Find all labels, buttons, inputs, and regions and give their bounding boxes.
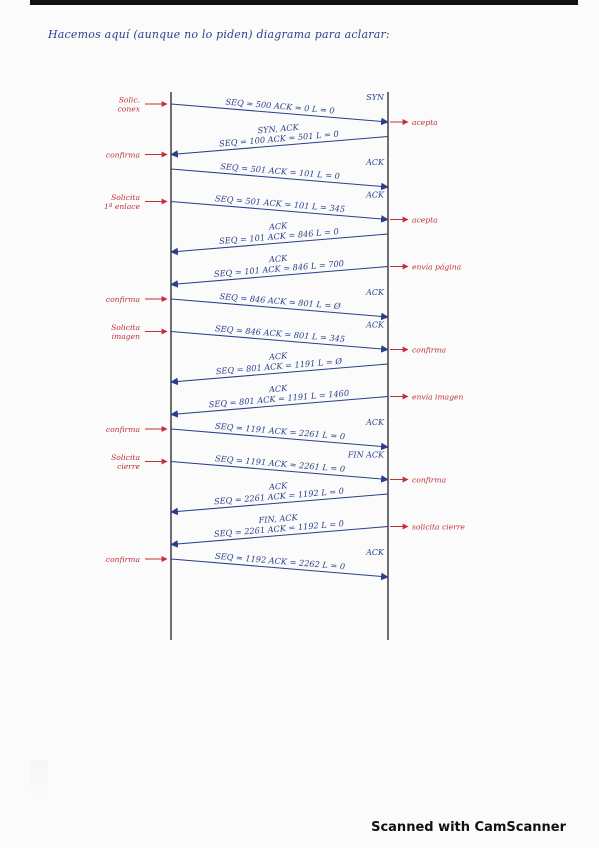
message-arrow [170, 395, 389, 418]
left-note: confirma [106, 151, 141, 160]
segment-label: ACK [268, 350, 289, 362]
segment-label: FIN, ACK [257, 512, 299, 525]
page-heading: Hacemos aquí (aunque no lo piden) diagra… [48, 28, 390, 41]
right-note: acepta [412, 216, 438, 225]
message-arrow [170, 363, 389, 386]
left-note: imagen [112, 332, 141, 341]
message-arrow [170, 330, 389, 353]
flag-label: FIN ACK [347, 451, 385, 460]
message-arrow [170, 168, 389, 191]
message-arrow [170, 558, 389, 581]
message-arrow [170, 200, 389, 223]
left-note: confirma [106, 425, 141, 434]
message-arrow [170, 135, 389, 158]
flag-label: SYN [366, 93, 385, 102]
right-note: confirma [412, 346, 447, 355]
message-arrow [170, 265, 389, 288]
message-arrow [170, 298, 389, 321]
scan-top-edge [30, 0, 578, 5]
left-note: Solicita [111, 453, 140, 462]
message-arrow [170, 233, 389, 256]
scan-smudge [30, 760, 48, 800]
segment-label: ACK [268, 253, 289, 265]
left-note: confirma [106, 555, 141, 564]
left-note: Solic. [119, 96, 140, 105]
left-note: conex [118, 105, 141, 114]
right-note: confirma [412, 476, 447, 485]
left-note: Solicita [111, 323, 140, 332]
left-note: 1ª enlace [104, 202, 140, 211]
right-note: envía imagen [412, 393, 464, 402]
message-arrow [170, 460, 389, 483]
flag-label: ACK [365, 288, 385, 297]
right-note: envía página [412, 263, 462, 272]
scanner-watermark: Scanned with CamScanner [371, 820, 566, 835]
flag-label: ACK [365, 191, 385, 200]
right-note: solicita cierre [412, 523, 465, 532]
segment-label: ACK [268, 220, 289, 232]
segment-label: SYN, ACK [257, 122, 300, 135]
flag-label: ACK [365, 158, 385, 167]
message-arrow [170, 103, 389, 126]
message-arrow [170, 525, 389, 548]
flag-label: ACK [365, 418, 385, 427]
left-note: cierre [117, 462, 140, 471]
right-note: acepta [412, 118, 438, 127]
segment-label: ACK [268, 480, 289, 492]
flag-label: ACK [365, 548, 385, 557]
segment-label: ACK [268, 383, 289, 395]
flag-label: ACK [365, 321, 385, 330]
left-note: Solicita [111, 193, 140, 202]
message-arrow [170, 493, 389, 516]
message-arrow [170, 428, 389, 451]
left-note: confirma [106, 295, 141, 304]
